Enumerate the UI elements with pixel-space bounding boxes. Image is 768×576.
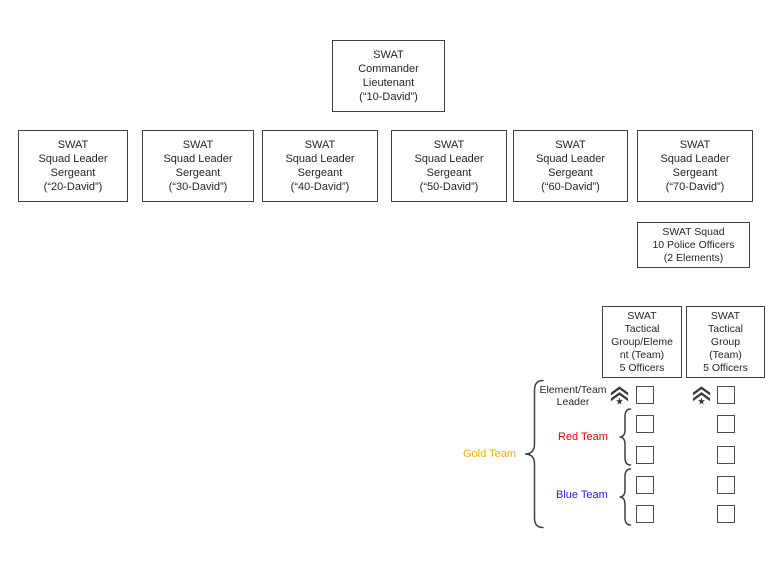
- officer-slot: [636, 446, 654, 464]
- officer-slot: [636, 415, 654, 433]
- officer-slot: [717, 446, 735, 464]
- officer-slot: [717, 386, 735, 404]
- blue-team-label: Blue Team: [556, 489, 608, 501]
- officer-slot: [636, 505, 654, 523]
- gold-team-label: Gold Team: [463, 448, 516, 460]
- officer-slot: [717, 415, 735, 433]
- gold-team-brace: [524, 379, 544, 529]
- sergeant-stripes-icon: [610, 386, 629, 405]
- blue-team-brace: [619, 468, 632, 526]
- officer-slot: [636, 476, 654, 494]
- red-team-brace: [619, 408, 632, 466]
- officer-slot: [636, 386, 654, 404]
- officer-slot: [717, 476, 735, 494]
- sergeant-stripes-icon: [692, 386, 711, 405]
- officer-slot: [717, 505, 735, 523]
- red-team-label: Red Team: [558, 431, 608, 443]
